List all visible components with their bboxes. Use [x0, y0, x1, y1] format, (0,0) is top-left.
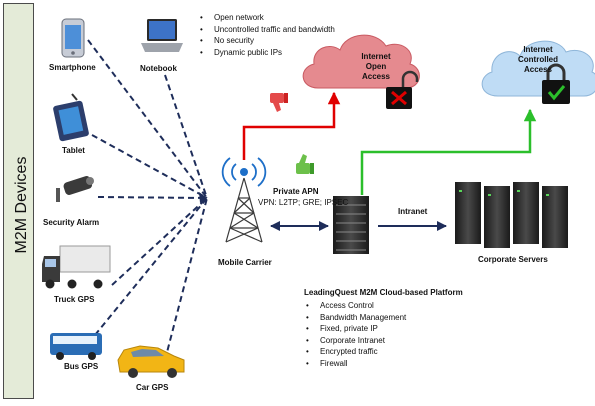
link-notebook [164, 74, 208, 199]
device-links [87, 39, 208, 361]
cell-tower-icon [221, 157, 267, 243]
corporate-servers-icon [455, 182, 568, 248]
link-bus [94, 197, 208, 336]
platform-feature: Fixed, private IP [302, 323, 406, 335]
corporate-servers-label: Corporate Servers [478, 255, 548, 264]
mobile-carrier-label: Mobile Carrier [218, 258, 272, 267]
convergence-arrow [199, 192, 207, 203]
open-cloud-line: Access [361, 72, 391, 81]
smartphone-icon [61, 18, 85, 58]
car-gps-label: Car GPS [136, 383, 169, 392]
controlled-cloud-line: Access [523, 65, 553, 74]
security-camera-icon [56, 176, 94, 202]
bus-icon [50, 333, 102, 360]
open-access-path [242, 91, 341, 160]
open-network-feature: Open network [196, 12, 335, 24]
controlled-cloud-line: Controlled [518, 55, 558, 64]
link-security-alarm [97, 196, 208, 199]
security-alarm-label: Security Alarm [43, 218, 100, 227]
link-tablet [91, 134, 208, 199]
locked-padlock-icon [542, 63, 570, 104]
truck-gps-label: Truck GPS [54, 295, 95, 304]
platform-feature: Access Control [302, 300, 406, 312]
bus-gps-label: Bus GPS [64, 362, 99, 371]
tablet-icon [53, 93, 89, 142]
link-smartphone [87, 39, 208, 199]
intranet-label: Intranet [398, 207, 428, 216]
open-network-feature: No security [196, 35, 335, 47]
controlled-access-path [360, 108, 537, 195]
open-cloud-line: Internet [361, 52, 391, 61]
thumbs-down-icon [270, 93, 288, 112]
link-car [164, 197, 208, 361]
platform-title: LeadingQuest M2M Cloud-based Platform [304, 288, 463, 297]
private-apn-title: Private APN [273, 187, 319, 196]
tablet-label: Tablet [62, 146, 85, 155]
open-cloud-text: Internet Open Access [356, 52, 396, 82]
platform-feature: Encrypted traffic [302, 346, 406, 358]
open-network-feature: Dynamic public IPs [196, 47, 335, 59]
open-cloud-line: Open [365, 62, 387, 71]
open-network-features: Open network Uncontrolled traffic and ba… [196, 12, 335, 58]
platform-feature: Corporate Intranet [302, 335, 406, 347]
unlocked-padlock-icon [386, 70, 419, 109]
platform-feature: Bandwidth Management [302, 312, 406, 324]
platform-features: Access Control Bandwidth Management Fixe… [302, 300, 406, 369]
thumbs-up-icon [296, 154, 314, 174]
platform-feature: Firewall [302, 358, 406, 370]
notebook-label: Notebook [140, 64, 177, 73]
link-truck [111, 197, 208, 286]
m2m-devices-sidebar: M2M Devices [3, 3, 34, 399]
sidebar-title: M2M Devices [13, 156, 30, 254]
truck-icon [42, 245, 111, 289]
smartphone-label: Smartphone [49, 63, 96, 72]
open-network-feature: Uncontrolled traffic and bandwidth [196, 24, 335, 36]
car-icon [117, 345, 185, 378]
platform-server-icon [333, 196, 369, 254]
vpn-protocols: VPN: L2TP; GRE; IPSEC [258, 198, 349, 207]
controlled-cloud-text: Internet Controlled Access [512, 45, 564, 75]
controlled-cloud-line: Internet [523, 45, 553, 54]
notebook-icon [141, 19, 183, 52]
